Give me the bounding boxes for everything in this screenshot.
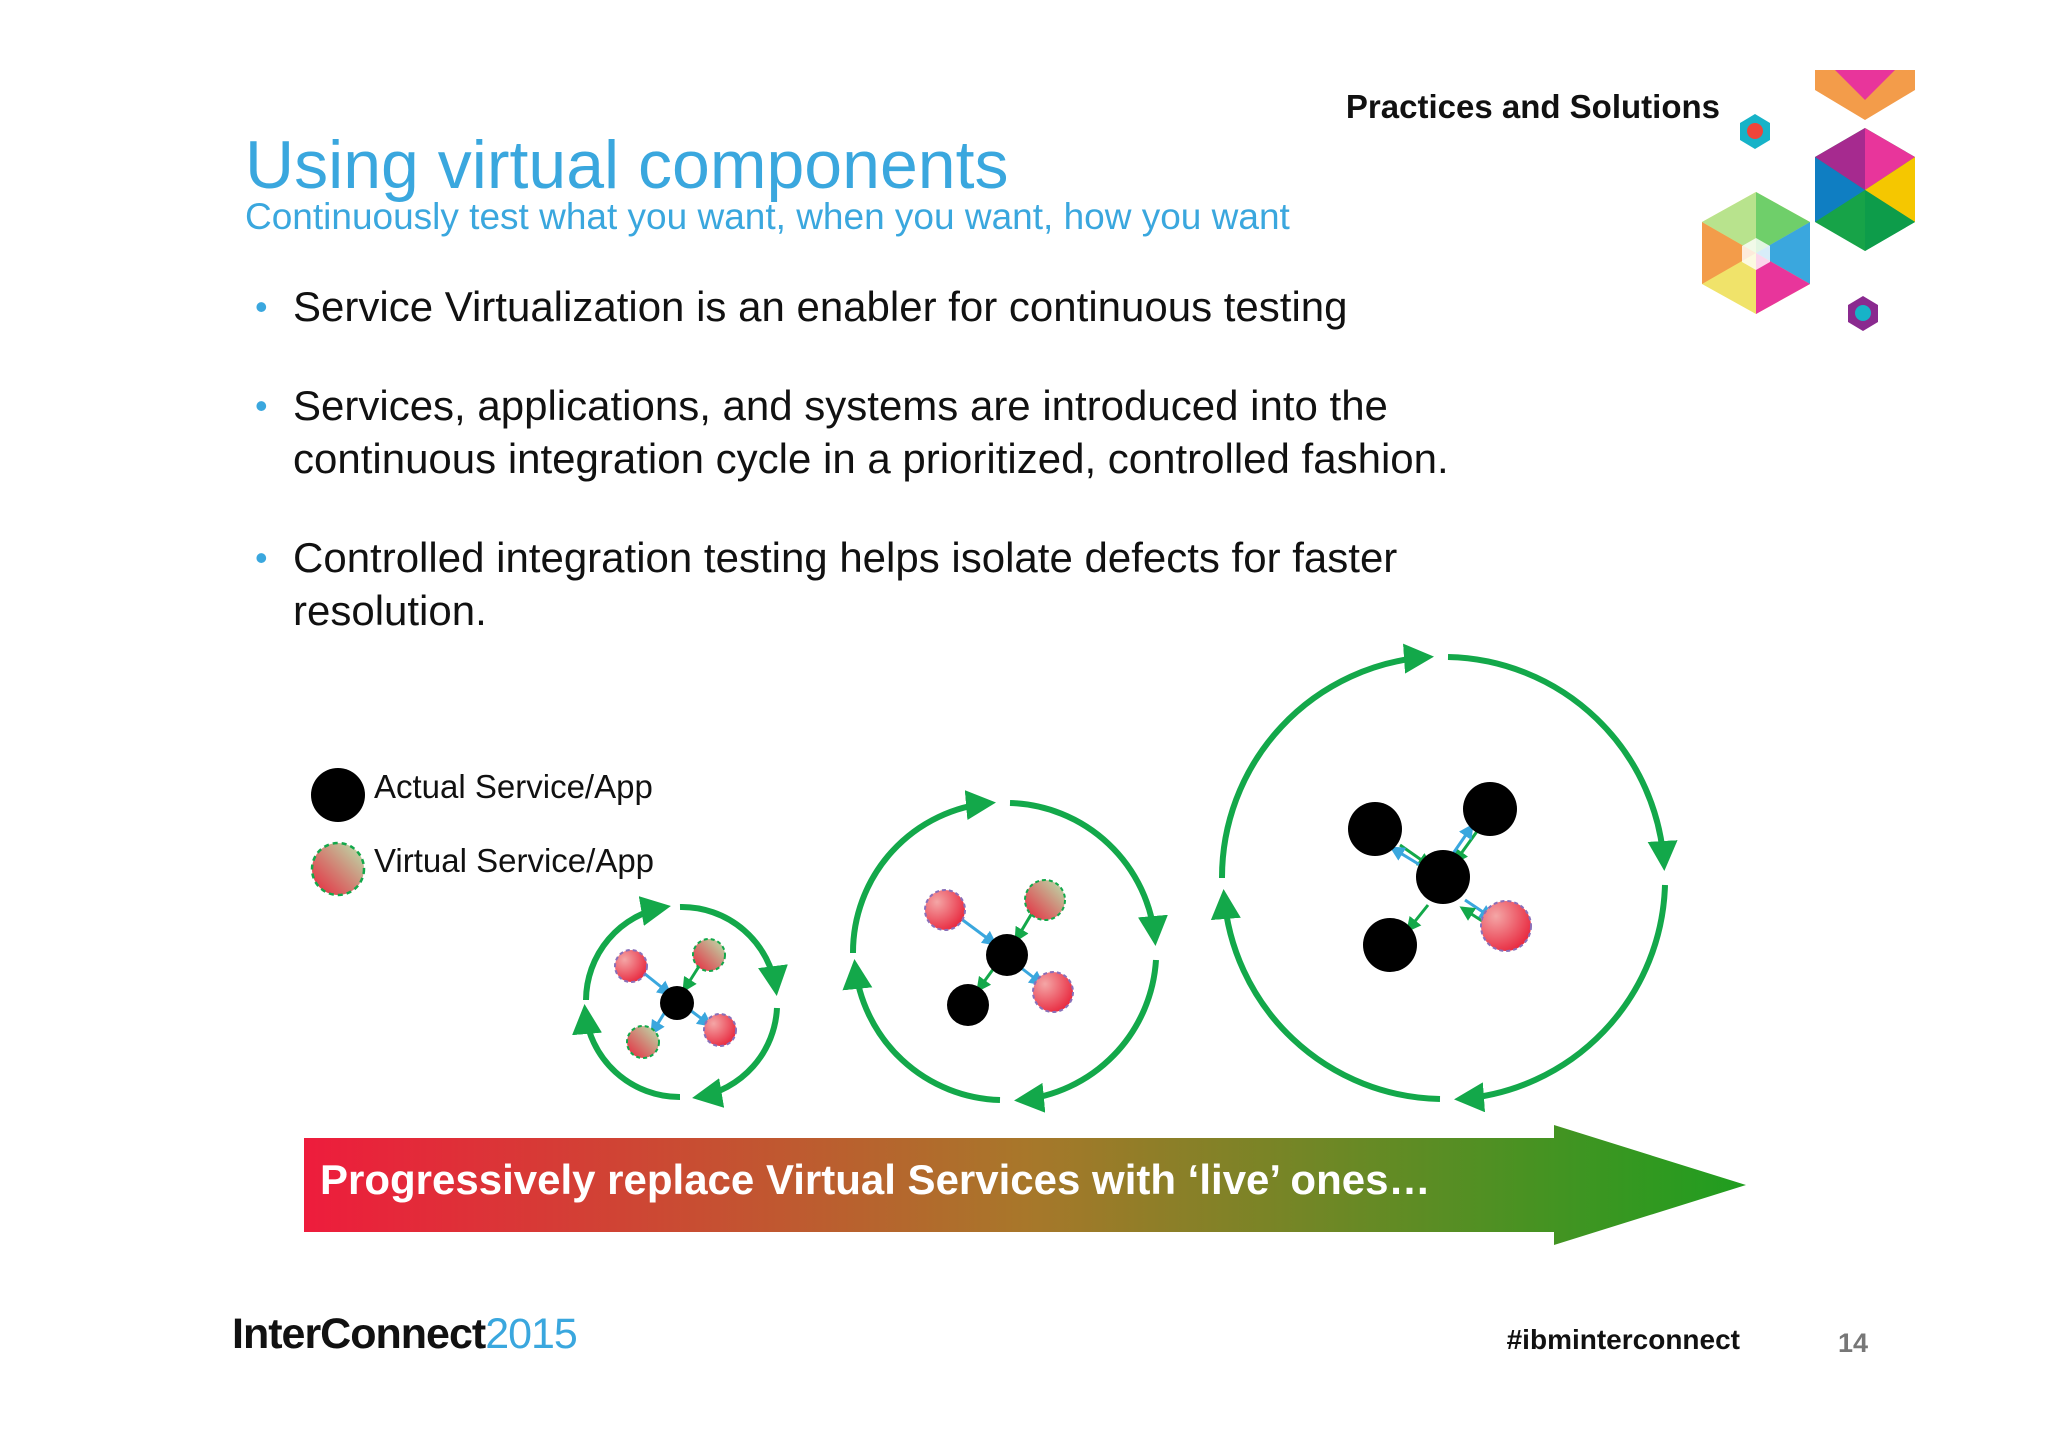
actual-service-node bbox=[660, 986, 694, 1020]
virtual-service-node bbox=[1024, 879, 1066, 921]
cycle-stage-3 bbox=[1210, 643, 1678, 1113]
progress-arrow-label: Progressively replace Virtual Services w… bbox=[320, 1156, 1431, 1203]
logo-year: 2015 bbox=[485, 1310, 578, 1358]
bullet-text: Services, applications, and systems are … bbox=[293, 382, 1449, 482]
logo-brand: InterConnect bbox=[232, 1310, 486, 1358]
legend-virtual-icon bbox=[310, 841, 366, 897]
actual-service-node bbox=[1348, 802, 1402, 856]
actual-service-node bbox=[1416, 850, 1470, 904]
virtual-service-node bbox=[614, 949, 648, 983]
legend-virtual-label: Virtual Service/App bbox=[374, 842, 655, 879]
cycle-arc bbox=[1218, 643, 1434, 879]
cycle-arc bbox=[1454, 884, 1668, 1113]
interconnect-logo: InterConnect2015 bbox=[232, 1310, 578, 1359]
actual-service-node bbox=[1463, 782, 1517, 836]
page-number: 14 bbox=[1838, 1328, 1869, 1358]
bullet-text: Service Virtualization is an enabler for… bbox=[293, 283, 1348, 330]
legend-actual-icon bbox=[311, 768, 365, 822]
cycle-arc bbox=[1014, 959, 1159, 1113]
virtual-service-node bbox=[1032, 971, 1074, 1013]
cycle-arc bbox=[572, 1004, 681, 1101]
virtual-service-node bbox=[924, 889, 966, 931]
bullet-icon: • bbox=[255, 286, 268, 327]
cycle-arc bbox=[692, 1007, 780, 1108]
cycle-arc bbox=[842, 959, 1001, 1103]
cycle-arc bbox=[1447, 654, 1678, 871]
actual-service-node bbox=[986, 934, 1028, 976]
bullet-item: • Services, applications, and systems are… bbox=[255, 379, 1555, 485]
cycle-stage-1 bbox=[572, 896, 788, 1108]
bullet-text: Controlled integration testing helps iso… bbox=[293, 534, 1398, 634]
virtual-service-node bbox=[626, 1025, 660, 1059]
virtual-service-node bbox=[692, 938, 726, 972]
bullet-item: • Service Virtualization is an enabler fo… bbox=[255, 280, 1555, 333]
slide-title: Using virtual components bbox=[245, 127, 1009, 203]
bullet-icon: • bbox=[255, 385, 268, 426]
bullet-icon: • bbox=[255, 537, 268, 578]
cycle-arc bbox=[1009, 800, 1168, 946]
actual-service-node bbox=[1363, 918, 1417, 972]
bullet-item: • Controlled integration testing helps is… bbox=[255, 531, 1555, 637]
cycle-arc bbox=[679, 903, 788, 996]
progress-arrow-shape bbox=[304, 1125, 1746, 1245]
cycle-stage-2 bbox=[842, 790, 1168, 1113]
actual-service-node bbox=[947, 984, 989, 1026]
legend-actual-label: Actual Service/App bbox=[374, 768, 653, 805]
slide-subtitle: Continuously test what you want, when yo… bbox=[245, 196, 1290, 237]
hexagon-logo-icon bbox=[1702, 70, 1915, 331]
cycle-arc bbox=[1210, 889, 1441, 1102]
section-category: Practices and Solutions bbox=[1345, 88, 1720, 125]
cycle-arc bbox=[849, 790, 996, 954]
virtual-service-node bbox=[703, 1013, 737, 1047]
bullet-list: • Service Virtualization is an enabler fo… bbox=[255, 280, 1555, 683]
cycle-arc bbox=[583, 896, 671, 1001]
event-hashtag: #ibminterconnect bbox=[1506, 1324, 1740, 1355]
virtual-service-node bbox=[1480, 900, 1532, 952]
